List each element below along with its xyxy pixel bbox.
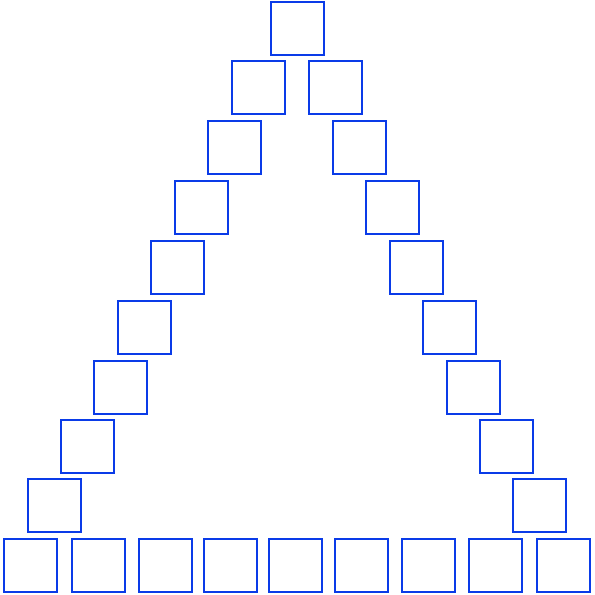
square-left-7: [60, 419, 115, 474]
square-left-1: [231, 60, 286, 115]
square-right-8: [512, 478, 567, 533]
square-base-3: [138, 538, 193, 593]
square-left-3: [174, 180, 229, 235]
square-base-5: [268, 538, 323, 593]
square-base-1: [3, 538, 58, 593]
square-left-5: [117, 300, 172, 355]
square-right-5: [422, 300, 477, 355]
square-left-6: [93, 360, 148, 415]
square-right-4: [389, 240, 444, 295]
square-base-6: [334, 538, 389, 593]
square-right-3: [365, 180, 420, 235]
square-right-2: [332, 120, 387, 175]
square-right-6: [446, 360, 501, 415]
square-left-4: [150, 240, 205, 295]
square-base-8: [468, 538, 523, 593]
square-left-8: [27, 478, 82, 533]
square-right-7: [479, 419, 534, 474]
square-apex: [270, 1, 325, 56]
square-base-7: [401, 538, 456, 593]
square-base-4: [203, 538, 258, 593]
square-base-2: [71, 538, 126, 593]
square-right-1: [308, 60, 363, 115]
square-left-2: [207, 120, 262, 175]
square-base-9: [536, 538, 591, 593]
